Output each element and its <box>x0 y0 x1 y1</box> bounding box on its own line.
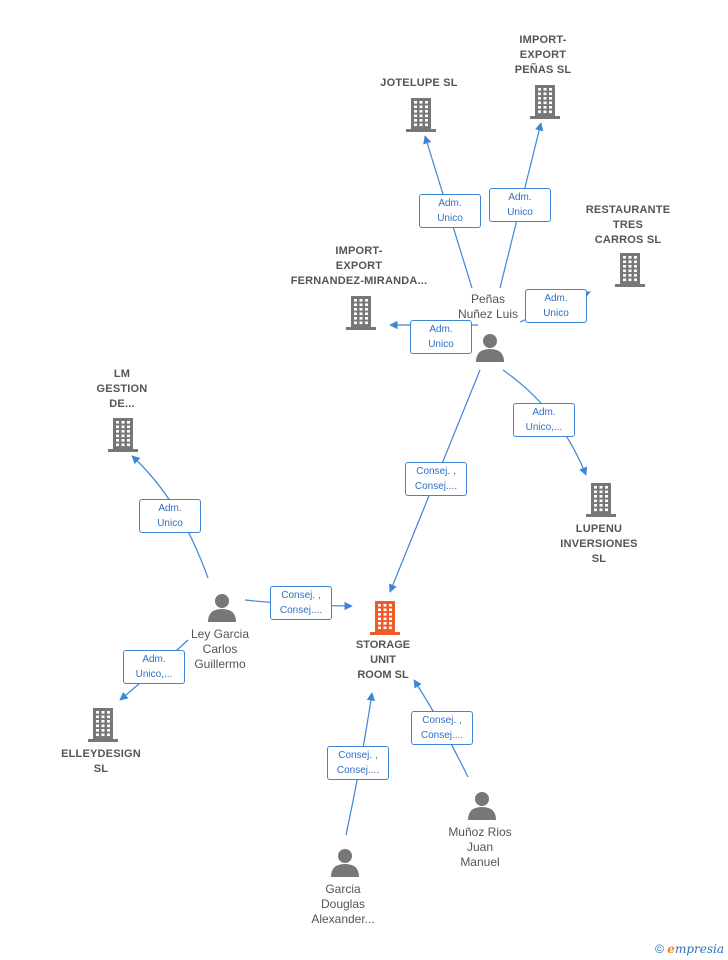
person-icon[interactable] <box>330 847 360 882</box>
building-icon <box>346 296 376 330</box>
node-label[interactable]: STORAGE UNIT ROOM SL <box>355 638 411 681</box>
building-icon <box>586 483 616 517</box>
edge-label-munoz-rios-to-storage: Consej. , Consej.... <box>411 711 473 745</box>
building-icon <box>530 85 560 119</box>
edge-label-penas-nunez-to-storage: Consej. , Consej.... <box>405 462 467 496</box>
building-icon <box>108 418 138 452</box>
node-label[interactable]: Ley Garcia Carlos Guillermo <box>190 626 250 671</box>
edge-label-garcia-douglas-to-storage: Consej. , Consej.... <box>327 746 389 780</box>
building-icon[interactable] <box>368 600 402 641</box>
person-icon <box>208 594 236 622</box>
edge-label-ley-garcia-to-lm-gestion: Adm. Unico <box>139 499 201 533</box>
building-icon[interactable] <box>404 97 438 138</box>
person-icon <box>331 849 359 877</box>
edge-label-penas-nunez-to-jotelupe: Adm. Unico <box>419 194 481 228</box>
node-label[interactable]: JOTELUPE SL <box>380 76 458 89</box>
brand-name: empresia <box>667 942 724 956</box>
building-icon <box>615 253 645 287</box>
edge-label-penas-nunez-to-restaurante: Adm. Unico <box>525 289 587 323</box>
node-label[interactable]: LUPENU INVERSIONES SL <box>560 522 638 565</box>
building-icon[interactable] <box>86 707 120 748</box>
edge-label-ley-garcia-to-elleydesign: Adm. Unico,... <box>123 650 185 684</box>
node-label[interactable]: ELLEYDESIGN SL <box>61 748 141 775</box>
edge-label-penas-nunez-to-import-fernandez: Adm. Unico <box>410 320 472 354</box>
node-label[interactable]: Muñoz Rios Juan Manuel <box>448 824 512 869</box>
building-icon <box>370 601 400 635</box>
node-label[interactable]: LM GESTION DE... <box>96 367 148 410</box>
person-icon <box>476 334 504 362</box>
node-label[interactable]: Garcia Douglas Alexander... <box>311 881 375 926</box>
node-label[interactable]: IMPORT- EXPORT PEÑAS SL <box>514 33 572 76</box>
building-icon[interactable] <box>584 482 618 523</box>
footer-brand[interactable]: © empresia <box>655 942 724 956</box>
edge-label-penas-nunez-to-import-penas: Adm. Unico <box>489 188 551 222</box>
building-icon[interactable] <box>528 84 562 125</box>
building-icon <box>406 98 436 132</box>
node-label[interactable]: IMPORT- EXPORT FERNANDEZ-MIRANDA... <box>290 244 428 287</box>
edge-label-ley-garcia-to-storage: Consej. , Consej.... <box>270 586 332 620</box>
node-label[interactable]: RESTAURANTE TRES CARROS SL <box>585 203 671 246</box>
node-label[interactable]: Peñas Nuñez Luis <box>457 292 519 321</box>
person-icon[interactable] <box>467 790 497 825</box>
building-icon[interactable] <box>344 295 378 336</box>
building-icon <box>88 708 118 742</box>
building-icon[interactable] <box>106 417 140 458</box>
copyright-symbol: © <box>655 942 664 956</box>
edge-label-penas-nunez-to-lupenu: Adm. Unico,... <box>513 403 575 437</box>
building-icon[interactable] <box>613 252 647 293</box>
person-icon[interactable] <box>475 332 505 367</box>
person-icon[interactable] <box>207 592 237 627</box>
person-icon <box>468 792 496 820</box>
